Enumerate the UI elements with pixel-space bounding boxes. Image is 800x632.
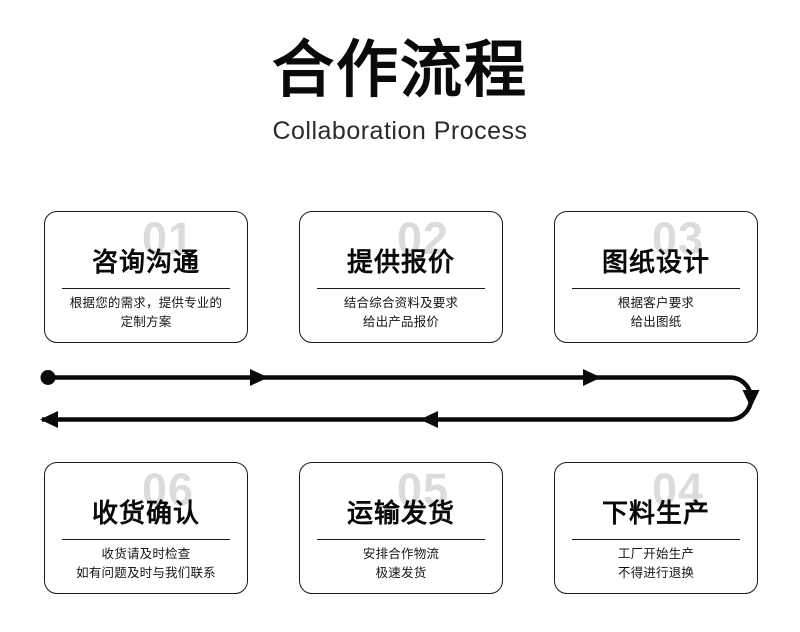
step-title: 图纸设计 <box>601 247 710 277</box>
flow-connector-svg <box>40 369 760 428</box>
step-card-05[interactable]: 05 运输发货 安排合作物流 极速发货 <box>299 462 503 594</box>
step-card-03[interactable]: 03 图纸设计 根据客户要求 给出图纸 <box>554 211 758 343</box>
step-description-line-2: 定制方案 <box>120 315 172 330</box>
step-description-line-1: 安排合作物流 <box>362 547 440 561</box>
step-card-content: 05 运输发货 安排合作物流 极速发货 <box>300 463 502 593</box>
step-description: 根据客户要求 给出图纸 <box>555 294 757 333</box>
step-title: 收货确认 <box>91 498 200 528</box>
step-title: 下料生产 <box>601 498 710 528</box>
step-card-04[interactable]: 04 下料生产 工厂开始生产 不得进行退换 <box>554 462 758 594</box>
step-card-02[interactable]: 02 提供报价 结合综合资料及要求 给出产品报价 <box>299 211 503 343</box>
step-description: 结合综合资料及要求 给出产品报价 <box>300 294 502 333</box>
step-card-06[interactable]: 06 收货确认 收货请及时检查 如有问题及时与我们联系 <box>44 462 248 594</box>
flow-path <box>42 375 754 422</box>
step-description: 根据您的需求，提供专业的 定制方案 <box>45 294 247 333</box>
header: 合作流程 Collaboration Process <box>0 38 800 146</box>
step-number: 03 <box>651 213 705 264</box>
step-description-line-2: 给出产品报价 <box>362 315 440 330</box>
flow-connector <box>0 352 800 448</box>
step-card-01[interactable]: 01 咨询沟通 根据您的需求，提供专业的 定制方案 <box>44 211 248 343</box>
step-number: 05 <box>396 464 450 515</box>
arrow-down-icon <box>742 390 760 408</box>
arrow-left-icon <box>420 411 438 428</box>
step-title: 咨询沟通 <box>91 247 200 277</box>
step-description-line-1: 收货请及时检查 <box>101 547 191 561</box>
step-description: 收货请及时检查 如有问题及时与我们联系 <box>45 545 247 584</box>
step-divider <box>572 288 740 290</box>
step-card-content: 01 咨询沟通 根据您的需求，提供专业的 定制方案 <box>45 212 247 342</box>
step-description-line-1: 结合综合资料及要求 <box>343 296 459 310</box>
step-title: 提供报价 <box>346 247 455 277</box>
step-divider <box>317 539 485 541</box>
page-subtitle: Collaboration Process <box>272 117 528 146</box>
step-description-line-2: 极速发货 <box>375 566 427 581</box>
step-number: 01 <box>141 213 195 264</box>
step-card-content: 04 下料生产 工厂开始生产 不得进行退换 <box>555 463 757 593</box>
step-divider <box>317 288 485 290</box>
step-divider <box>572 539 740 541</box>
arrow-left-icon <box>40 411 58 428</box>
arrow-right-icon <box>250 369 268 386</box>
step-description: 工厂开始生产 不得进行退换 <box>555 545 757 584</box>
step-card-content: 02 提供报价 结合综合资料及要求 给出产品报价 <box>300 212 502 342</box>
step-description-line-1: 根据客户要求 <box>617 296 695 310</box>
step-description-line-2: 如有问题及时与我们联系 <box>76 566 216 581</box>
step-description-line-1: 根据您的需求，提供专业的 <box>69 296 223 310</box>
step-number: 02 <box>396 213 450 264</box>
arrow-right-icon <box>583 369 601 386</box>
page-title: 合作流程 <box>271 36 528 105</box>
step-card-content: 06 收货确认 收货请及时检查 如有问题及时与我们联系 <box>45 463 247 593</box>
step-description-line-2: 不得进行退换 <box>617 566 695 581</box>
step-title: 运输发货 <box>346 498 455 528</box>
step-description: 安排合作物流 极速发货 <box>300 545 502 584</box>
step-number: 06 <box>141 464 195 515</box>
step-divider <box>62 539 230 541</box>
step-description-line-1: 工厂开始生产 <box>617 547 695 561</box>
step-number: 04 <box>651 464 705 515</box>
step-divider <box>62 288 230 290</box>
step-card-content: 03 图纸设计 根据客户要求 给出图纸 <box>555 212 757 342</box>
step-description-line-2: 给出图纸 <box>630 315 682 330</box>
